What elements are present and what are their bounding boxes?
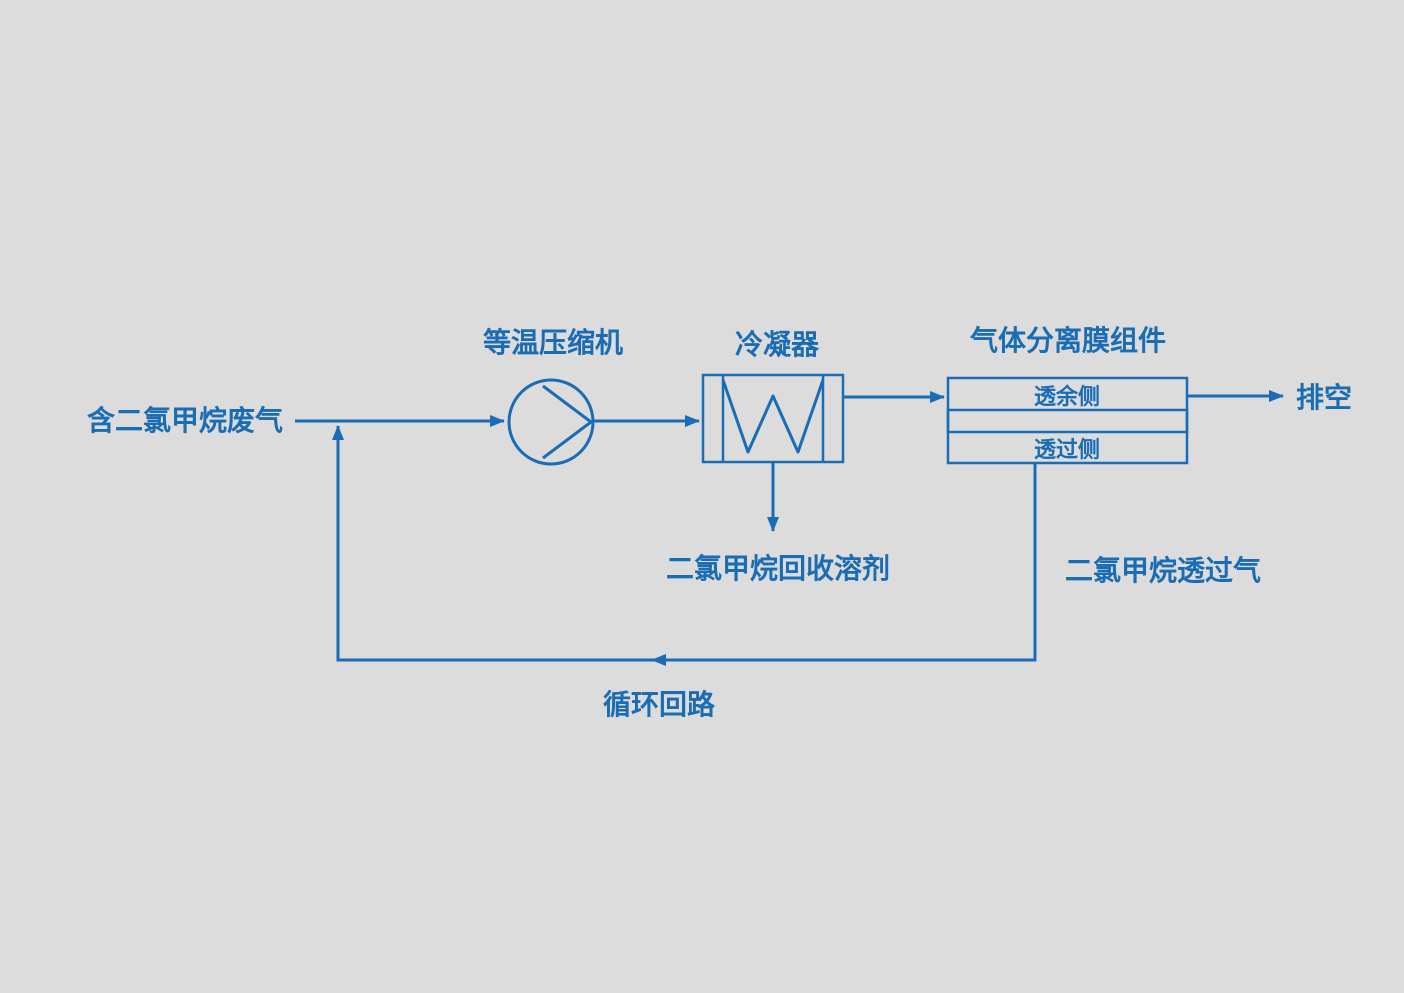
permeate-gas-line <box>651 463 1037 666</box>
condenser-coil-icon <box>721 379 825 454</box>
compressor-impeller-icon <box>542 384 593 460</box>
retentate-side-label: 透余侧 <box>1034 384 1100 410</box>
vent-label: 排空 <box>1296 381 1352 414</box>
membrane-layer-hatch <box>946 408 1189 434</box>
membrane-module-label: 气体分离膜组件 <box>969 324 1166 357</box>
permeate-side-label: 透过侧 <box>1034 438 1100 463</box>
compressor-label: 等温压缩机 <box>483 326 623 359</box>
feed-label: 含二氯甲烷废气 <box>87 404 283 437</box>
recycle-return-line <box>332 425 652 662</box>
recovered-solvent-label: 二氯甲烷回收溶剂 <box>666 552 890 585</box>
permeate-gas-label: 二氯甲烷透过气 <box>1065 554 1261 587</box>
condenser-label: 冷凝器 <box>735 328 820 361</box>
recycle-loop-label: 循环回路 <box>603 688 716 721</box>
